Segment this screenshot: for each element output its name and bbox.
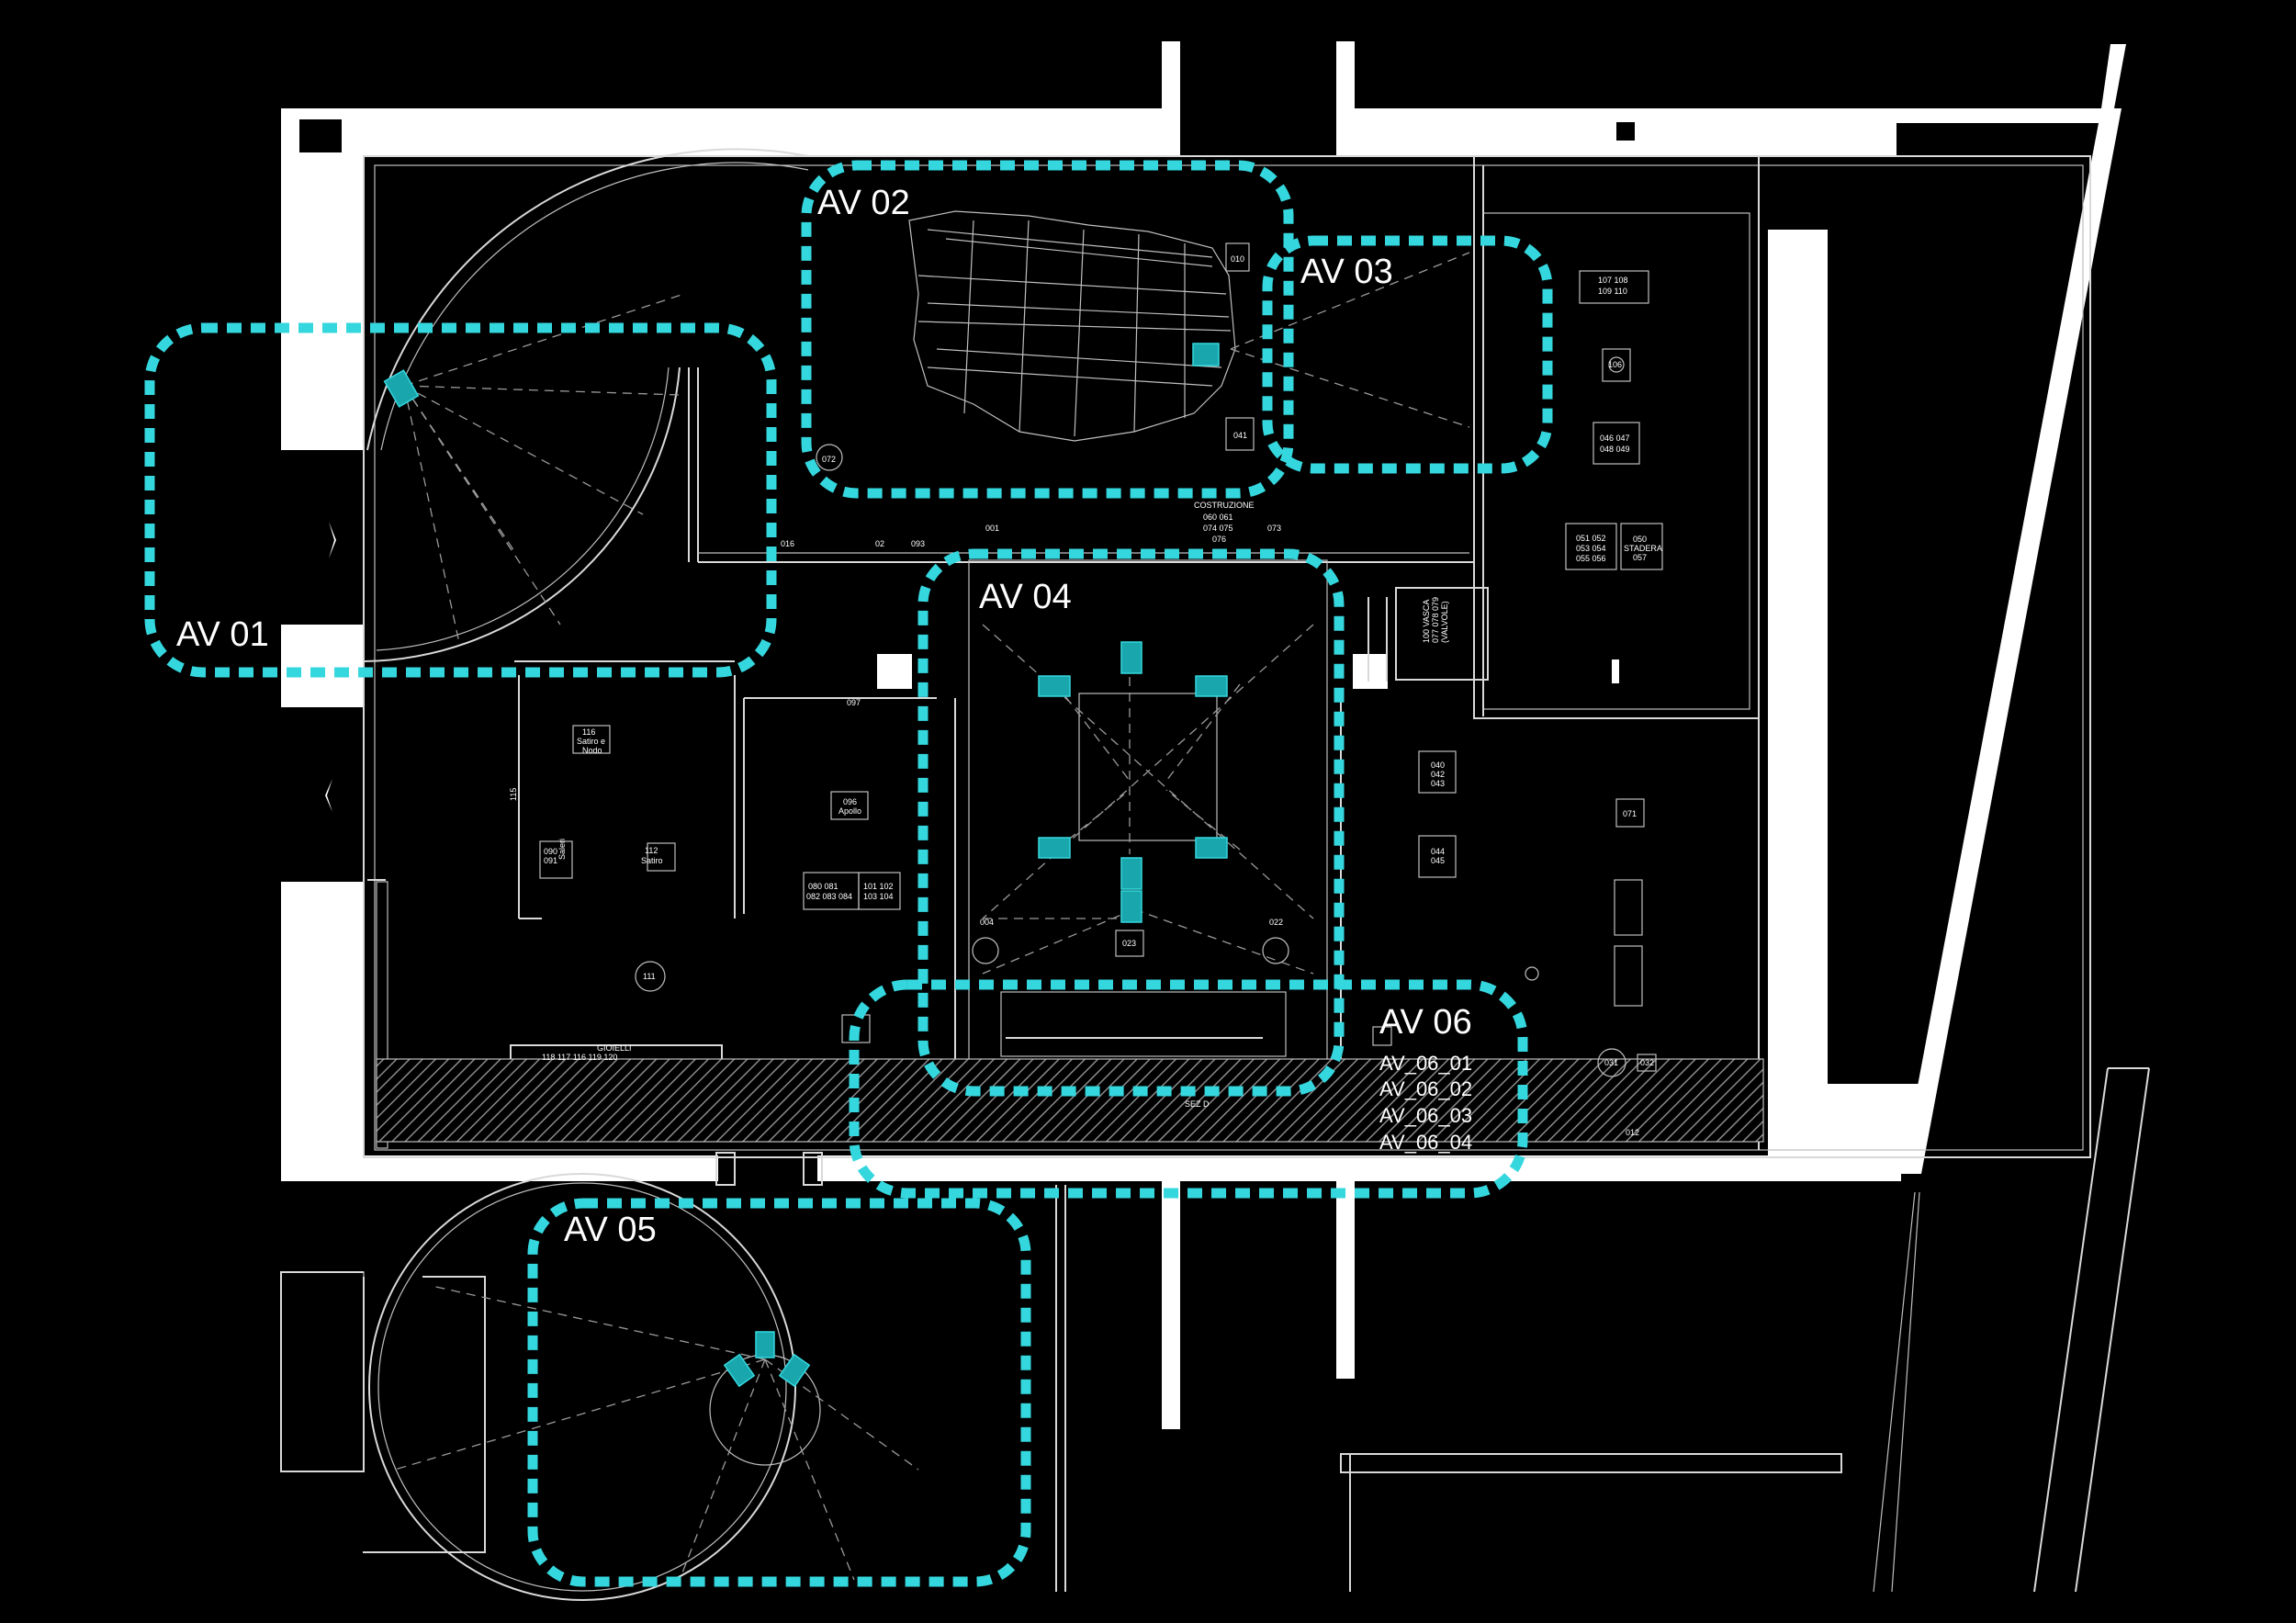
room-labels: COSTRUZIONE 060 061 074 075 076 050 STAD… — [509, 254, 1662, 1137]
zone-av06-outline — [849, 979, 1528, 1199]
av06-subitem: AV_06_02 — [1379, 1077, 1472, 1100]
label-stadera-code: 057 — [1633, 553, 1647, 562]
display-items — [539, 242, 1663, 1077]
camera-icon — [778, 1353, 811, 1388]
zone-label-av05: AV 05 — [564, 1211, 657, 1249]
entry-arrow-icon — [325, 779, 332, 812]
label-vasca: 077 078 079 — [1431, 597, 1440, 643]
zone-av04-outline — [917, 548, 1345, 1097]
camera-icon — [723, 1353, 756, 1388]
label-code: 072 — [822, 455, 836, 464]
label-code: 106 — [1608, 360, 1622, 369]
outer-walls — [281, 41, 2126, 1429]
label-costruzione-codes: 060 061 — [1203, 513, 1233, 522]
label-costruzione: COSTRUZIONE — [1194, 501, 1255, 510]
label-code: Saleri — [557, 839, 567, 860]
label-satiro-nodo: Nodo — [582, 746, 602, 755]
label-satiro-nodo: 116 — [582, 727, 595, 737]
label-code: 109 110 — [1598, 287, 1627, 296]
label-code: 055 056 — [1576, 554, 1606, 563]
label-code: 101 102 — [863, 882, 894, 891]
entry-arrow-icon — [329, 522, 336, 558]
label-code: 031 — [1604, 1058, 1618, 1067]
label-code: 046 047 — [1600, 434, 1630, 443]
label-code: 107 108 — [1598, 276, 1628, 285]
label-costruzione-codes: 076 — [1212, 535, 1226, 544]
label-code: 073 — [1267, 524, 1281, 533]
camera-icon — [1038, 675, 1071, 697]
label-satiro: 112 — [645, 846, 658, 855]
label-code: 02 — [875, 539, 884, 548]
label-code: 090 — [544, 847, 557, 856]
zone-label-av02: AV 02 — [817, 184, 910, 222]
camera-icon — [1120, 857, 1142, 890]
label-apollo: Apollo — [838, 806, 861, 816]
camera-icon — [1195, 837, 1228, 859]
label-sez-d: SEZ D — [1185, 1099, 1210, 1109]
label-apollo: 096 — [843, 797, 857, 806]
zone-label-av06: AV 06 — [1379, 1003, 1472, 1042]
label-code: 071 — [1623, 809, 1637, 818]
label-code: 097 — [847, 698, 861, 707]
av06-subitem: AV_06_04 — [1379, 1131, 1472, 1154]
av06-subitem: AV_06_01 — [1379, 1052, 1472, 1075]
zone-av02-outline — [801, 160, 1294, 499]
label-gioielli: GIOIELLI — [597, 1043, 632, 1053]
label-code: 032 — [1640, 1058, 1654, 1067]
camera-icon — [755, 1331, 775, 1358]
label-code: 042 — [1431, 770, 1445, 779]
camera-icon — [1038, 837, 1071, 859]
label-costruzione-codes: 074 075 — [1203, 524, 1233, 533]
label-code: 040 — [1431, 761, 1445, 770]
label-code: 043 — [1431, 779, 1445, 788]
label-code: 111 — [643, 972, 656, 981]
label-code: 016 — [781, 539, 794, 548]
zone-av01-outline — [144, 322, 777, 678]
zones — [144, 160, 1553, 1587]
av06-subitem: AV_06_03 — [1379, 1104, 1472, 1127]
label-vasca: 100 VASCA — [1422, 600, 1431, 643]
zone-av03-outline — [1262, 235, 1553, 474]
label-stadera: STADERA — [1624, 544, 1662, 553]
camera-icon — [1120, 641, 1142, 674]
label-code: 023 — [1122, 939, 1136, 948]
label-code: 010 — [1231, 254, 1244, 264]
zone-av05-outline — [527, 1198, 1031, 1587]
label-code: 103 104 — [863, 892, 894, 901]
label-code: 053 054 — [1576, 544, 1606, 553]
label-gioielli-codes: 118 117 116 119 120 — [542, 1053, 617, 1062]
label-satiro: Satiro — [641, 856, 663, 865]
label-code: 045 — [1431, 856, 1445, 865]
label-code: 093 — [911, 539, 925, 548]
label-code: 041 — [1233, 431, 1247, 440]
zone-label-av01: AV 01 — [176, 615, 269, 654]
label-satiro-nodo: Satiro e — [577, 737, 605, 746]
cameras — [383, 343, 1228, 1388]
label-code: 012 — [1626, 1128, 1639, 1137]
label-code: 048 049 — [1600, 445, 1630, 454]
camera-icon — [383, 369, 420, 408]
camera-icon — [1195, 675, 1228, 697]
label-code: 004 — [980, 918, 994, 927]
label-code: 022 — [1269, 918, 1283, 927]
label-code: 082 083 084 — [806, 892, 852, 901]
interior-lines — [280, 148, 2150, 1601]
label-code: 115 — [509, 788, 518, 801]
label-code: 051 052 — [1576, 534, 1606, 543]
camera-icon — [1192, 343, 1220, 366]
camera-icon — [1120, 890, 1142, 923]
label-code: 044 — [1431, 847, 1445, 856]
label-code: 080 081 — [808, 882, 838, 891]
zone-label-av03: AV 03 — [1300, 253, 1393, 291]
zone-label-av04: AV 04 — [979, 578, 1072, 616]
label-vasca: (VALVOLE) — [1440, 601, 1449, 643]
label-stadera-code: 050 — [1633, 535, 1647, 544]
label-code: 001 — [985, 524, 999, 533]
label-code: 091 — [544, 856, 557, 865]
